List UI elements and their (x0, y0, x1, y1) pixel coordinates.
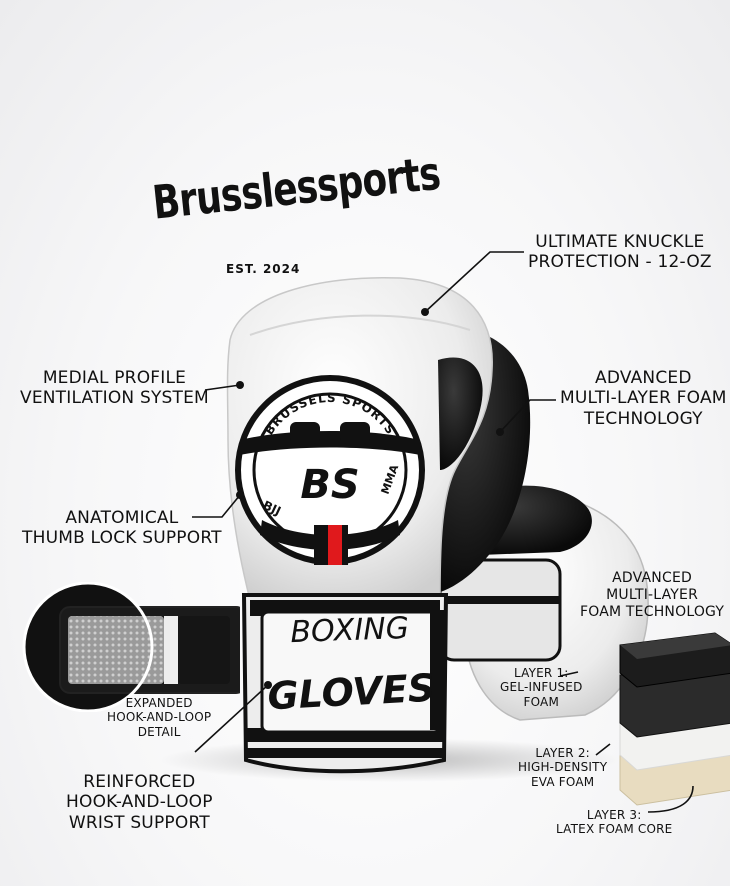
callout-foam-technology: ADVANCED MULTI-LAYER FOAM TECHNOLOGY (560, 368, 727, 429)
callout-thumb-lock: ANATOMICAL THUMB LOCK SUPPORT (22, 508, 222, 549)
layer-1-label: LAYER 1: GEL-INFUSED FOAM (500, 666, 583, 709)
callout-wrist-support: REINFORCED HOOK-AND-LOOP WRIST SUPPORT (66, 772, 213, 833)
brand-established: EST. 2024 (226, 262, 301, 276)
callout-knuckle-protection: ULTIMATE KNUCKLE PROTECTION - 12-OZ (528, 232, 712, 273)
badge-monogram: BS (300, 462, 359, 508)
strap-line-2: GLOVES (266, 666, 436, 719)
badge-left-text: BJJ (261, 498, 283, 518)
hook-loop-detail-inset (22, 582, 240, 712)
callout-ventilation: MEDIAL PROFILE VENTILATION SYSTEM (20, 368, 209, 409)
callout-foam-small: ADVANCED MULTI-LAYER FOAM TECHNOLOGY (580, 570, 725, 620)
layer-3-label: LAYER 3: LATEX FOAM CORE (556, 808, 673, 837)
foam-layer-stack (619, 632, 730, 806)
strap-line-1: BOXING (290, 611, 410, 650)
callout-hook-loop-detail: EXPANDED HOOK-AND-LOOP DETAIL (107, 696, 212, 739)
logo-badge (235, 375, 425, 565)
layer-2-label: LAYER 2: HIGH-DENSITY EVA FOAM (518, 746, 608, 789)
